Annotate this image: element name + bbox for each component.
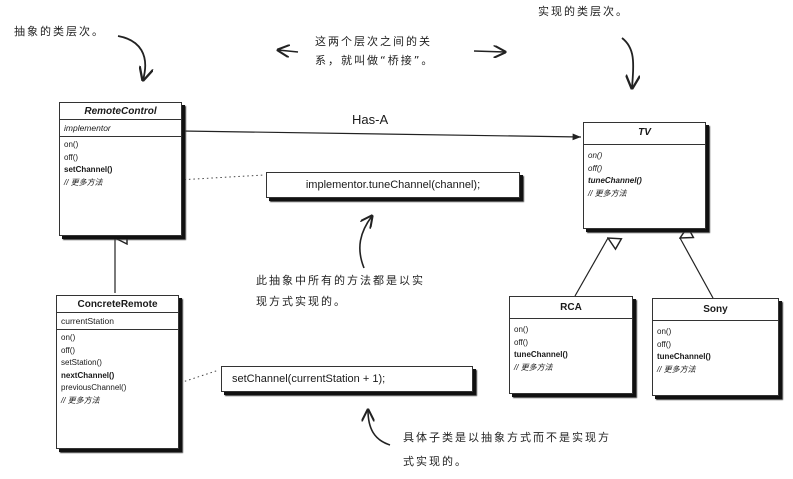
class-attribute: implementor xyxy=(60,120,181,137)
note-implementation-hierarchy: 实现的类层次。 xyxy=(538,5,629,18)
has-a-label: Has-A xyxy=(352,112,389,127)
method: setStation() xyxy=(61,358,102,367)
method: off() xyxy=(61,345,76,355)
method: nextChannel() xyxy=(61,370,115,380)
method: on() xyxy=(657,327,672,336)
note-concrete-subclass-2: 式实现的。 xyxy=(403,455,468,468)
method-comment: // 更多方法 xyxy=(588,188,627,198)
inheritance-rca-to-tv xyxy=(574,238,608,297)
method: off() xyxy=(588,163,603,173)
method: off() xyxy=(514,337,529,347)
class-rca[interactable]: RCA on() off() tuneChannel() // 更多方法 xyxy=(509,296,633,394)
arrow-abstraction-methods xyxy=(359,216,372,269)
method: on() xyxy=(64,140,79,149)
class-tv[interactable]: TV on() off() tuneChannel() // 更多方法 xyxy=(583,122,706,229)
inheritance-sony-to-tv xyxy=(680,238,714,299)
method-comment: // 更多方法 xyxy=(657,364,696,374)
class-name: RemoteControl xyxy=(60,103,181,120)
method: tuneChannel() xyxy=(514,350,568,359)
arrow-bridge-right xyxy=(473,51,505,52)
note-abstraction-methods-1: 此抽象中所有的方法都是以实 xyxy=(256,274,425,287)
arrow-implementation-pointer xyxy=(621,37,633,88)
class-name: ConcreteRemote xyxy=(57,296,178,313)
note-bridge-relation-1: 这两个层次之间的关 xyxy=(315,35,432,48)
class-concrete-remote[interactable]: ConcreteRemote currentStation on() off()… xyxy=(56,295,179,449)
method: on() xyxy=(514,325,529,334)
class-remote-control[interactable]: RemoteControl implementor on() off() set… xyxy=(59,102,182,236)
method: tuneChannel() xyxy=(588,176,642,185)
method-comment: // 更多方法 xyxy=(61,395,100,405)
arrow-abstraction-pointer xyxy=(117,35,145,80)
note-concrete-subclass-1: 具体子类是以抽象方式而不是实现方 xyxy=(403,431,611,444)
method: setChannel() xyxy=(64,165,113,174)
method: off() xyxy=(657,339,672,349)
code-note-next-channel: setChannel(currentStation + 1); xyxy=(221,366,473,392)
note-abstraction-methods-2: 现方式实现的。 xyxy=(256,295,347,308)
class-name: Sony xyxy=(653,299,778,321)
class-name: TV xyxy=(584,123,705,145)
method-comment: // 更多方法 xyxy=(64,177,103,187)
class-sony[interactable]: Sony on() off() tuneChannel() // 更多方法 xyxy=(652,298,779,396)
method-comment: // 更多方法 xyxy=(514,362,553,372)
method: on() xyxy=(61,333,76,342)
class-name: RCA xyxy=(510,297,632,319)
code-note-set-channel: implementor.tuneChannel(channel); xyxy=(266,172,520,198)
has-a-line xyxy=(181,130,582,141)
class-attribute: currentStation xyxy=(57,313,178,330)
method: off() xyxy=(64,152,79,162)
arrow-concrete-subclass xyxy=(368,410,391,446)
method: tuneChannel() xyxy=(657,352,711,361)
method: on() xyxy=(588,151,603,160)
method: previousChannel() xyxy=(61,383,127,392)
arrow-bridge-left xyxy=(278,50,299,52)
note-abstraction-hierarchy: 抽象的类层次。 xyxy=(14,25,105,38)
note-bridge-relation-2: 系，就叫做“桥接”。 xyxy=(315,54,435,67)
